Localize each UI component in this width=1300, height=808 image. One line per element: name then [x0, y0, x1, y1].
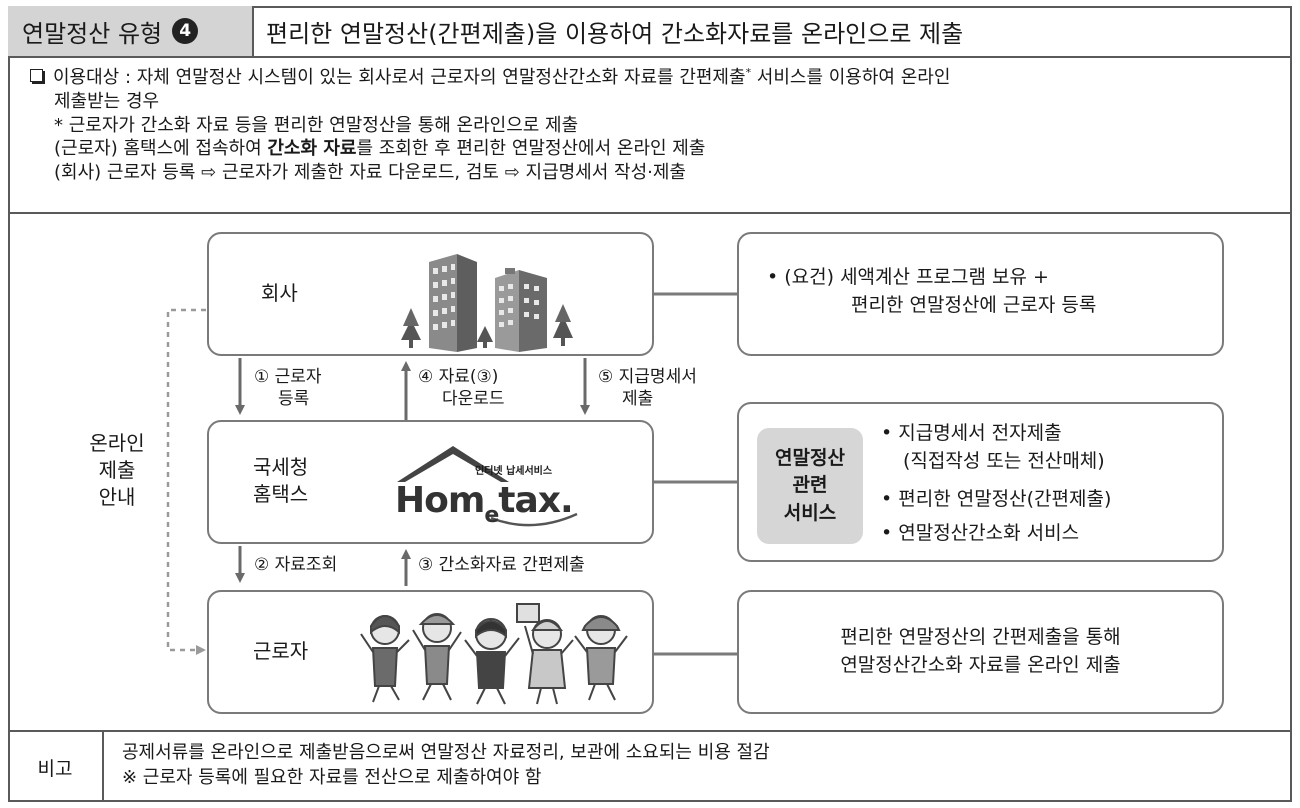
right-arrow-icon: ⇨: [504, 162, 520, 183]
service-tag: 연말정산 관련 서비스: [757, 428, 863, 544]
company-label: 회사: [261, 281, 298, 305]
target-line: 이용대상 : 자체 연말정산 시스템이 있는 회사로서 근로자의 연말정산간소화…: [30, 66, 1272, 90]
nts-label: 국세청 홈택스: [253, 454, 308, 508]
hometax-word-part: Hom: [395, 480, 485, 521]
company-step-3: 지급명세서 작성·제출: [519, 162, 687, 183]
company-line: (회사) 근로자 등록 ⇨ 근로자가 제출한 자료 다운로드, 검토 ⇨ 지급명…: [30, 161, 1272, 185]
company-requirement-box: • (요건) 세액계산 프로그램 보유 + 편리한 연말정산에 근로자 등록: [737, 232, 1224, 356]
remarks-line: ※ 근로자 등록에 필요한 자료를 전산으로 제출하여야 함: [122, 767, 542, 789]
nts-node: 국세청 홈택스 인터넷 납세서비스 Hometax.: [207, 420, 654, 544]
remarks-text: 공제서류를 온라인으로 제출받음으로써 연말정산 자료정리, 보관에 소요되는 …: [122, 740, 770, 790]
worker-node: 근로자: [207, 590, 654, 714]
service-item: • 지급명세서 전자제출: [881, 422, 1062, 444]
worker-suffix: 를 조회한 후 편리한 연말정산에서 온라인 제출: [356, 138, 706, 160]
worker-line: (근로자) 홈택스에 접속하여 간소화 자료를 조회한 후 편리한 연말정산에서…: [30, 137, 1272, 161]
hometax-wordmark: Hometax.: [395, 480, 574, 528]
target-mark: *: [745, 66, 752, 79]
arrow-label-line: ① 근로자: [254, 367, 322, 387]
document-frame: [8, 6, 1292, 802]
flow-diagram: 온라인 제출 안내 회사: [8, 214, 1292, 730]
arrow-label-download: ④ 자료(③) 다운로드: [418, 366, 505, 410]
requirement-line-2: 편리한 연말정산에 근로자 등록: [851, 294, 1097, 316]
online-guide-path: [166, 308, 206, 655]
type-label: 연말정산 유형: [22, 19, 163, 48]
hometax-word-part: .: [560, 480, 574, 521]
company-step-2: 근로자가 제출한 자료 다운로드, 검토: [216, 162, 505, 183]
online-guide-line: 제출: [98, 458, 136, 482]
arrow-label-line: 제출: [622, 389, 654, 410]
right-arrow-icon: ⇨: [201, 162, 217, 183]
service-tag-line: 관련: [792, 474, 828, 497]
target-line-cont: 제출받는 경우: [54, 90, 160, 112]
type-cell: 연말정산 유형 4: [8, 6, 254, 56]
hometax-small-text: 인터넷 납세서비스: [475, 466, 553, 477]
service-item: • 편리한 연말정산(간편제출): [881, 488, 1112, 510]
hometax-roof-icon: [397, 446, 578, 527]
arrow-label-lookup: ② 자료조회: [254, 555, 338, 575]
company-step-1: (회사) 근로자 등록: [54, 162, 202, 183]
worker-bold: 간소화 자료: [267, 138, 357, 160]
online-guide-label: 온라인 제출 안내: [82, 430, 152, 511]
worker-desc-line-2: 연말정산간소화 자료를 온라인 제출: [840, 654, 1121, 676]
worker-prefix: (근로자) 홈택스에 접속하여: [54, 138, 268, 160]
arrow-label-submit: ⑤ 지급명세서 제출: [598, 366, 697, 410]
remarks-label: 비고: [8, 732, 104, 802]
target-text-end: 서비스를 이용하여 온라인: [751, 67, 951, 88]
buildings-icon: [401, 254, 573, 352]
hometax-word-part: tax: [498, 480, 561, 521]
header-row: 연말정산 유형 4 편리한 연말정산(간편제출)을 이용하여 간소화자료를 온라…: [8, 6, 1292, 58]
workers-icon: [360, 603, 628, 705]
service-tag-line: 서비스: [783, 501, 837, 524]
arrow-label-line: ④ 자료(③): [418, 367, 499, 387]
arrow-label-line: ⑤ 지급명세서: [598, 367, 697, 387]
worker-desc-line-1: 편리한 연말정산의 간편제출을 통해: [840, 626, 1121, 648]
type-number-badge: 4: [172, 18, 199, 44]
requirement-line-1: • (요건) 세액계산 프로그램 보유 +: [767, 266, 1049, 288]
service-item: • 연말정산간소화 서비스: [881, 522, 1080, 544]
service-item-sub: (직접작성 또는 전산매체): [903, 450, 1105, 472]
checkbox-bullet-icon: [30, 69, 43, 82]
worker-description-box: 편리한 연말정산의 간편제출을 통해 연말정산간소화 자료를 온라인 제출: [737, 590, 1224, 714]
service-box: 연말정산 관련 서비스 • 지급명세서 전자제출 (직접작성 또는 전산매체) …: [737, 402, 1224, 562]
arrow-label-line: 다운로드: [442, 389, 505, 410]
company-node: 회사: [207, 232, 654, 356]
remarks-line: 공제서류를 온라인으로 제출받음으로써 연말정산 자료정리, 보관에 소요되는 …: [122, 742, 770, 763]
arrow-label-easy-submit: ③ 간소화자료 간편제출: [418, 555, 585, 575]
worker-label: 근로자: [253, 639, 309, 663]
diagram-connectors: [166, 292, 737, 656]
remarks-row: 비고 공제서류를 온라인으로 제출받음으로써 연말정산 자료정리, 보관에 소요…: [8, 730, 1292, 802]
note-line: * 근로자가 간소화 자료 등을 편리한 연말정산을 통해 온라인으로 제출: [54, 114, 579, 136]
online-guide-line: 안내: [98, 485, 136, 509]
arrow-label-register: ① 근로자 등록: [254, 366, 322, 410]
hometax-word-part: e: [484, 503, 499, 528]
info-section: 이용대상 : 자체 연말정산 시스템이 있는 회사로서 근로자의 연말정산간소화…: [8, 58, 1292, 214]
arrow-label-line: 등록: [278, 389, 310, 410]
hometax-logo: 인터넷 납세서비스 Hometax.: [393, 442, 633, 532]
nts-label-line: 국세청: [253, 455, 309, 479]
nts-label-line: 홈택스: [253, 482, 309, 506]
online-guide-line: 온라인: [89, 431, 145, 455]
target-text: 이용대상 : 자체 연말정산 시스템이 있는 회사로서 근로자의 연말정산간소화…: [53, 67, 746, 88]
page-title: 편리한 연말정산(간편제출)을 이용하여 간소화자료를 온라인으로 제출: [266, 19, 964, 48]
service-tag-line: 연말정산: [775, 446, 845, 469]
